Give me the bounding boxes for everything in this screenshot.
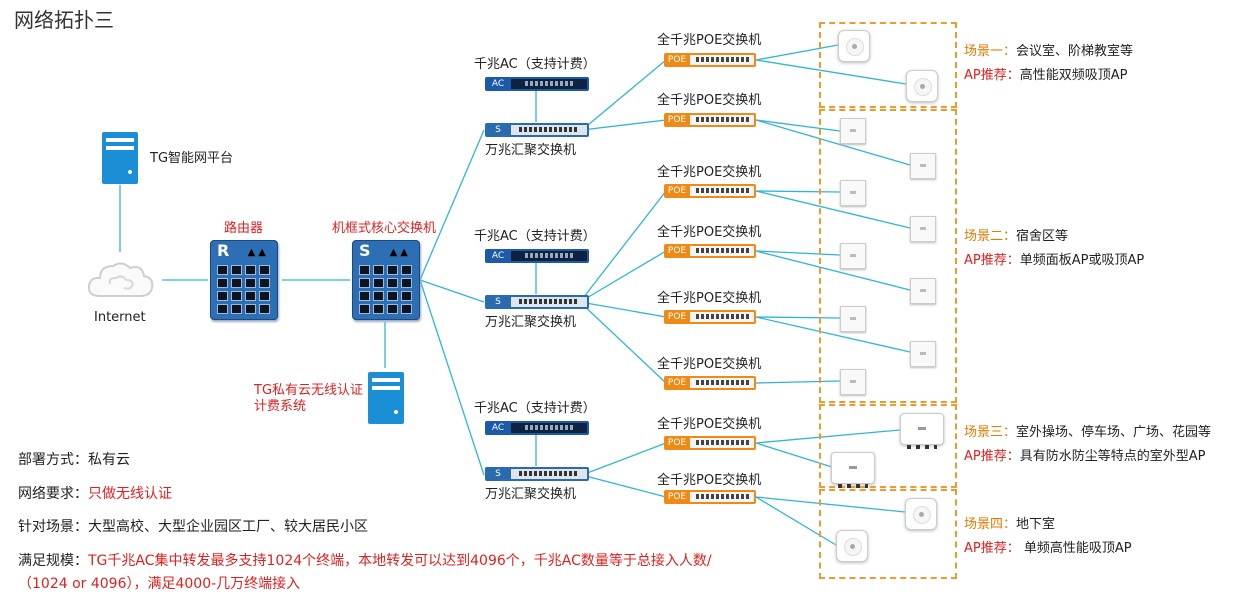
- poe-switch-icon: POE: [664, 53, 756, 67]
- platform-server-icon: [102, 132, 138, 184]
- core-switch-label: 机框式核心交换机: [332, 221, 437, 236]
- ac-label: 千兆AC（支持计费）: [474, 229, 596, 244]
- ac-controller-icon: AC: [485, 77, 589, 91]
- scene-2-title: 场景二：宿舍区等: [964, 229, 1069, 244]
- poe-switch-icon: POE: [664, 436, 756, 450]
- platform-label: TG智能网平台: [150, 151, 234, 166]
- scene-1-zone: [819, 22, 957, 108]
- ac-controller-icon: AC: [485, 421, 589, 435]
- ceiling-ap-icon: [905, 498, 937, 530]
- poe-switch-label: 全千兆POE交换机: [657, 93, 762, 108]
- aggregation-switch-icon: S: [485, 467, 589, 481]
- aggregation-switch-label: 万兆汇聚交换机: [485, 315, 577, 330]
- aggregation-switch-label: 万兆汇聚交换机: [485, 487, 577, 502]
- core-switch-icon: S ▲▲: [352, 240, 420, 320]
- scene-2-zone: [819, 109, 957, 403]
- panel-ap-icon: [840, 369, 866, 395]
- scene-4-title: 场景四：地下室: [964, 517, 1056, 532]
- scene-2-ap: AP推荐：单频面板AP或吸顶AP: [964, 253, 1145, 268]
- ceiling-ap-icon: [836, 530, 868, 562]
- panel-ap-icon: [840, 306, 866, 332]
- internet-label: Internet: [94, 310, 146, 325]
- router-icon: R ▲▲: [210, 240, 278, 320]
- page-title: 网络拓扑三: [14, 8, 114, 32]
- poe-switch-label: 全千兆POE交换机: [657, 33, 762, 48]
- poe-switch-icon: POE: [664, 376, 756, 390]
- poe-switch-icon: POE: [664, 244, 756, 258]
- auth-system-label-2: 计费系统: [254, 399, 307, 414]
- panel-ap-icon: [840, 118, 866, 144]
- ac-label: 千兆AC（支持计费）: [474, 57, 596, 72]
- internet-cloud-icon: [87, 262, 154, 297]
- scene-3-ap: AP推荐：具有防水防尘等特点的室外型AP: [964, 449, 1206, 464]
- outdoor-ap-icon: [831, 452, 875, 488]
- aggregation-switch-label: 万兆汇聚交换机: [485, 143, 577, 158]
- scene-4-zone: [819, 489, 957, 579]
- poe-switch-label: 全千兆POE交换机: [657, 291, 762, 306]
- router-letter: R: [217, 241, 230, 260]
- aggregation-switch-icon: S: [485, 295, 589, 309]
- ceiling-ap-icon: [906, 70, 938, 102]
- scene-1-ap: AP推荐：高性能双频吸顶AP: [964, 68, 1128, 83]
- poe-switch-label: 全千兆POE交换机: [657, 165, 762, 180]
- panel-ap-icon: [910, 216, 936, 242]
- scene-3-title: 场景三：室外操场、停车场、广场、花园等: [964, 425, 1212, 440]
- poe-switch-icon: POE: [664, 184, 756, 198]
- auth-server-icon: [368, 372, 404, 424]
- outdoor-ap-icon: [900, 413, 944, 449]
- scene-1-title: 场景一：会议室、阶梯教室等: [964, 44, 1134, 59]
- poe-switch-icon: POE: [664, 113, 756, 127]
- scale-line-2: （1024 or 4096），满足4000-几万终端接入: [18, 576, 301, 592]
- scene-3-zone: [819, 404, 957, 488]
- poe-switch-label: 全千兆POE交换机: [657, 417, 762, 432]
- poe-switch-icon: POE: [664, 310, 756, 324]
- panel-ap-icon: [910, 341, 936, 367]
- router-label: 路由器: [224, 221, 264, 236]
- core-switch-letter: S: [359, 241, 371, 260]
- ceiling-ap-icon: [838, 30, 870, 62]
- aggregation-switch-icon: S: [485, 123, 589, 137]
- poe-switch-label: 全千兆POE交换机: [657, 225, 762, 240]
- auth-system-label-1: TG私有云无线认证: [254, 383, 364, 398]
- poe-switch-label: 全千兆POE交换机: [657, 357, 762, 372]
- target-scenarios: 针对场景：大型高校、大型企业园区工厂、较大居民小区: [18, 519, 368, 535]
- panel-ap-icon: [840, 180, 866, 206]
- scale-line-1: 满足规模：TG千兆AC集中转发最多支持1024个终端，本地转发可以达到4096个…: [18, 553, 712, 569]
- poe-switch-icon: POE: [664, 490, 756, 504]
- ac-label: 千兆AC（支持计费）: [474, 401, 596, 416]
- poe-switch-label: 全千兆POE交换机: [657, 473, 762, 488]
- network-requirement: 网络要求：只做无线认证: [18, 486, 172, 502]
- deploy-mode: 部署方式：私有云: [18, 452, 130, 468]
- panel-ap-icon: [840, 243, 866, 269]
- panel-ap-icon: [910, 153, 936, 179]
- panel-ap-icon: [910, 278, 936, 304]
- scene-4-ap: AP推荐： 单频高性能吸顶AP: [964, 541, 1132, 556]
- ac-controller-icon: AC: [485, 249, 589, 263]
